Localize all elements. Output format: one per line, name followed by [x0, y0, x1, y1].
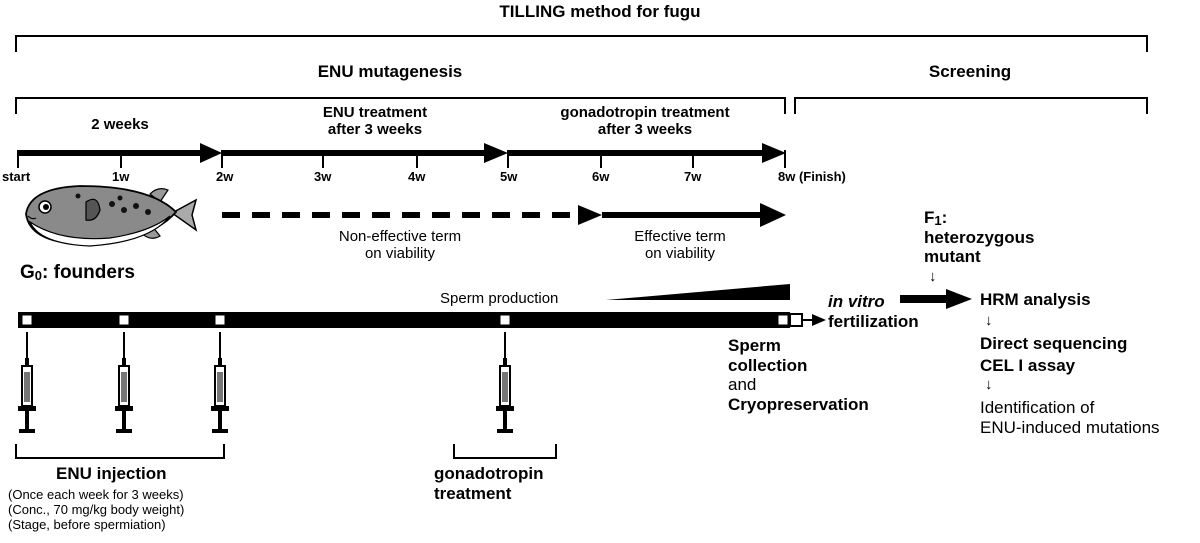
timeline-arrow-3: [762, 143, 786, 163]
enu-injection-title: ENU injection: [56, 464, 167, 483]
timeline-arrow-1: [200, 143, 222, 163]
tick-label: 3w: [314, 169, 332, 184]
screening-bracket: [794, 97, 1148, 114]
tick-label: 4w: [408, 169, 426, 184]
phase-label-2-weeks: 2 weeks: [91, 116, 149, 133]
effective-arrowhead: [760, 203, 786, 227]
sperm-production-wedge: [606, 284, 790, 300]
tick-label: 1w: [112, 169, 130, 184]
sperm-collection-label: Sperm collection and Cryopreservation: [728, 336, 869, 414]
hrm-analysis-label: HRM analysis: [980, 290, 1091, 309]
diagram-title: TILLING method for fugu: [499, 2, 701, 21]
tick-label: 5w: [500, 169, 518, 184]
f1-heterozygous-mutant-label: F1: heterozygous mutant: [924, 208, 1035, 267]
syringe-icon-1: [17, 331, 37, 434]
title-bracket: [15, 35, 1148, 52]
in-vitro-fertilization-label: in vitro fertilization: [828, 292, 919, 331]
tick-label: start: [2, 169, 31, 184]
syringe-icon-2: [114, 331, 134, 434]
cel-i-assay-label: CEL I assay: [980, 356, 1076, 375]
section-label-screening: Screening: [928, 62, 1012, 81]
enu-injection-bracket: [15, 444, 225, 459]
gonadotropin-bracket: [453, 444, 557, 459]
tick-label: 2w: [216, 169, 234, 184]
down-arrow-icon: ↓: [929, 268, 937, 285]
tick-label: 7w: [684, 169, 702, 184]
down-arrow-icon: ↓: [985, 376, 993, 393]
mutagenesis-bracket: [15, 97, 786, 114]
to-hrm-arrowhead: [946, 289, 972, 309]
founders-label: G0: founders: [20, 262, 135, 283]
injection-markers: [21, 314, 789, 326]
syringe-icon-4: [495, 331, 515, 434]
fugu-fish-icon: [25, 185, 198, 247]
section-label-mutagenesis: ENU mutagenesis: [317, 62, 463, 81]
syringe-icon-3: [210, 331, 230, 434]
noneffective-arrowhead: [578, 205, 602, 225]
timeline-arrow-2: [484, 143, 508, 163]
gonadotropin-treatment-label: gonadotropin treatment: [434, 464, 544, 503]
tick-label: 8w (Finish): [778, 169, 846, 184]
injection-timeline-bar: [18, 312, 790, 328]
enu-injection-details: (Once each week for 3 weeks) (Conc., 70 …: [8, 487, 185, 532]
timeline-ticks: [17, 150, 786, 168]
tick-label: 6w: [592, 169, 610, 184]
sperm-production-label: Sperm production: [440, 290, 559, 307]
down-arrow-icon: ↓: [985, 312, 993, 329]
direct-sequencing-label: Direct sequencing: [980, 334, 1128, 353]
to-fertilization-arrowhead: [812, 314, 826, 326]
